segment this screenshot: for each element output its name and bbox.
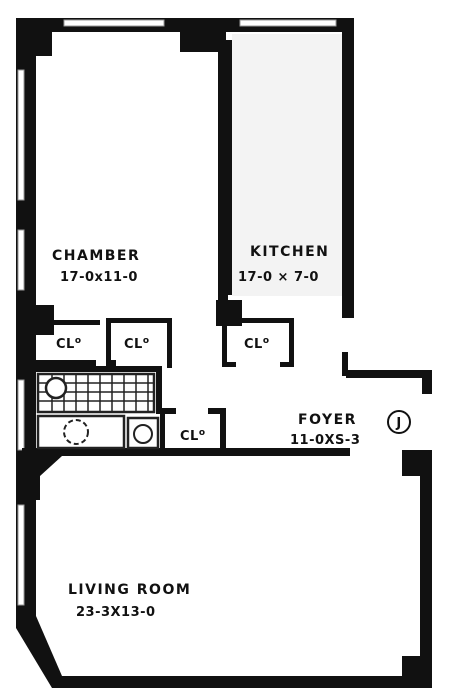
bath-corner-wall	[22, 448, 62, 500]
closet-wall	[106, 360, 116, 366]
toilet-bowl-icon	[133, 424, 153, 444]
closet-wall	[222, 362, 236, 367]
bathtub	[36, 372, 156, 414]
window	[17, 69, 25, 201]
chamber-size: 17-0x11-0	[60, 270, 138, 285]
bath-wall	[156, 366, 162, 414]
kitchen-size: 17-0 × 7-0	[238, 270, 319, 285]
living-room-label: LIVING ROOM	[68, 582, 191, 598]
kitchen-inner-edge	[228, 40, 232, 295]
bath-wall	[32, 366, 162, 372]
window	[17, 379, 25, 451]
angled-corner-wall	[16, 616, 62, 688]
closet-label: CLo	[56, 336, 82, 352]
window	[63, 19, 165, 27]
sink-counter	[36, 414, 126, 450]
chamber-label: CHAMBER	[52, 248, 140, 264]
closet-wall	[289, 318, 294, 366]
living-top-wall	[60, 448, 350, 456]
closet-wall	[280, 362, 294, 367]
wall-stub	[342, 352, 348, 376]
closet-wall	[240, 318, 294, 323]
foyer-size: 11-0XS-3	[290, 433, 360, 448]
bathroom	[36, 372, 160, 450]
windows	[17, 19, 337, 606]
closet-wall	[36, 320, 100, 325]
partition-wall	[218, 40, 228, 316]
window	[239, 19, 337, 27]
living-right-wall	[420, 450, 432, 688]
tub-drain-icon	[44, 376, 68, 400]
corner-block	[402, 450, 430, 476]
living-room-size: 23-3X13-0	[76, 605, 156, 620]
svg-text:J: J	[395, 416, 401, 431]
bottom-wall	[52, 676, 432, 688]
closet-wall	[208, 408, 226, 414]
interior-walls	[22, 40, 350, 500]
foyer-top-wall	[346, 370, 432, 378]
foyer-right-wall	[422, 372, 432, 394]
closet-label: CLo	[180, 428, 206, 444]
corner-block	[402, 656, 432, 688]
closet-label: CLo	[244, 336, 270, 352]
kitchen-right-wall	[342, 18, 354, 318]
closet-wall	[160, 408, 176, 414]
closet-wall	[167, 318, 172, 368]
closet-wall	[106, 318, 111, 360]
foyer-label: FOYER	[298, 412, 357, 428]
corner-block	[28, 20, 52, 56]
closet-label: CLo	[124, 336, 150, 352]
kitchen-label: KITCHEN	[250, 244, 329, 260]
closet-wall	[36, 360, 96, 366]
window	[17, 504, 25, 606]
kitchen-floor-shade	[232, 34, 342, 296]
wall-block	[216, 300, 242, 326]
toilet-box	[126, 416, 160, 450]
closet-wall	[222, 326, 227, 366]
window	[17, 229, 25, 291]
closet-wall	[220, 408, 226, 452]
closet-wall	[160, 408, 165, 456]
circle-j-icon: J	[387, 410, 411, 434]
closet-wall	[106, 318, 172, 323]
sink-basin-icon	[63, 419, 89, 445]
